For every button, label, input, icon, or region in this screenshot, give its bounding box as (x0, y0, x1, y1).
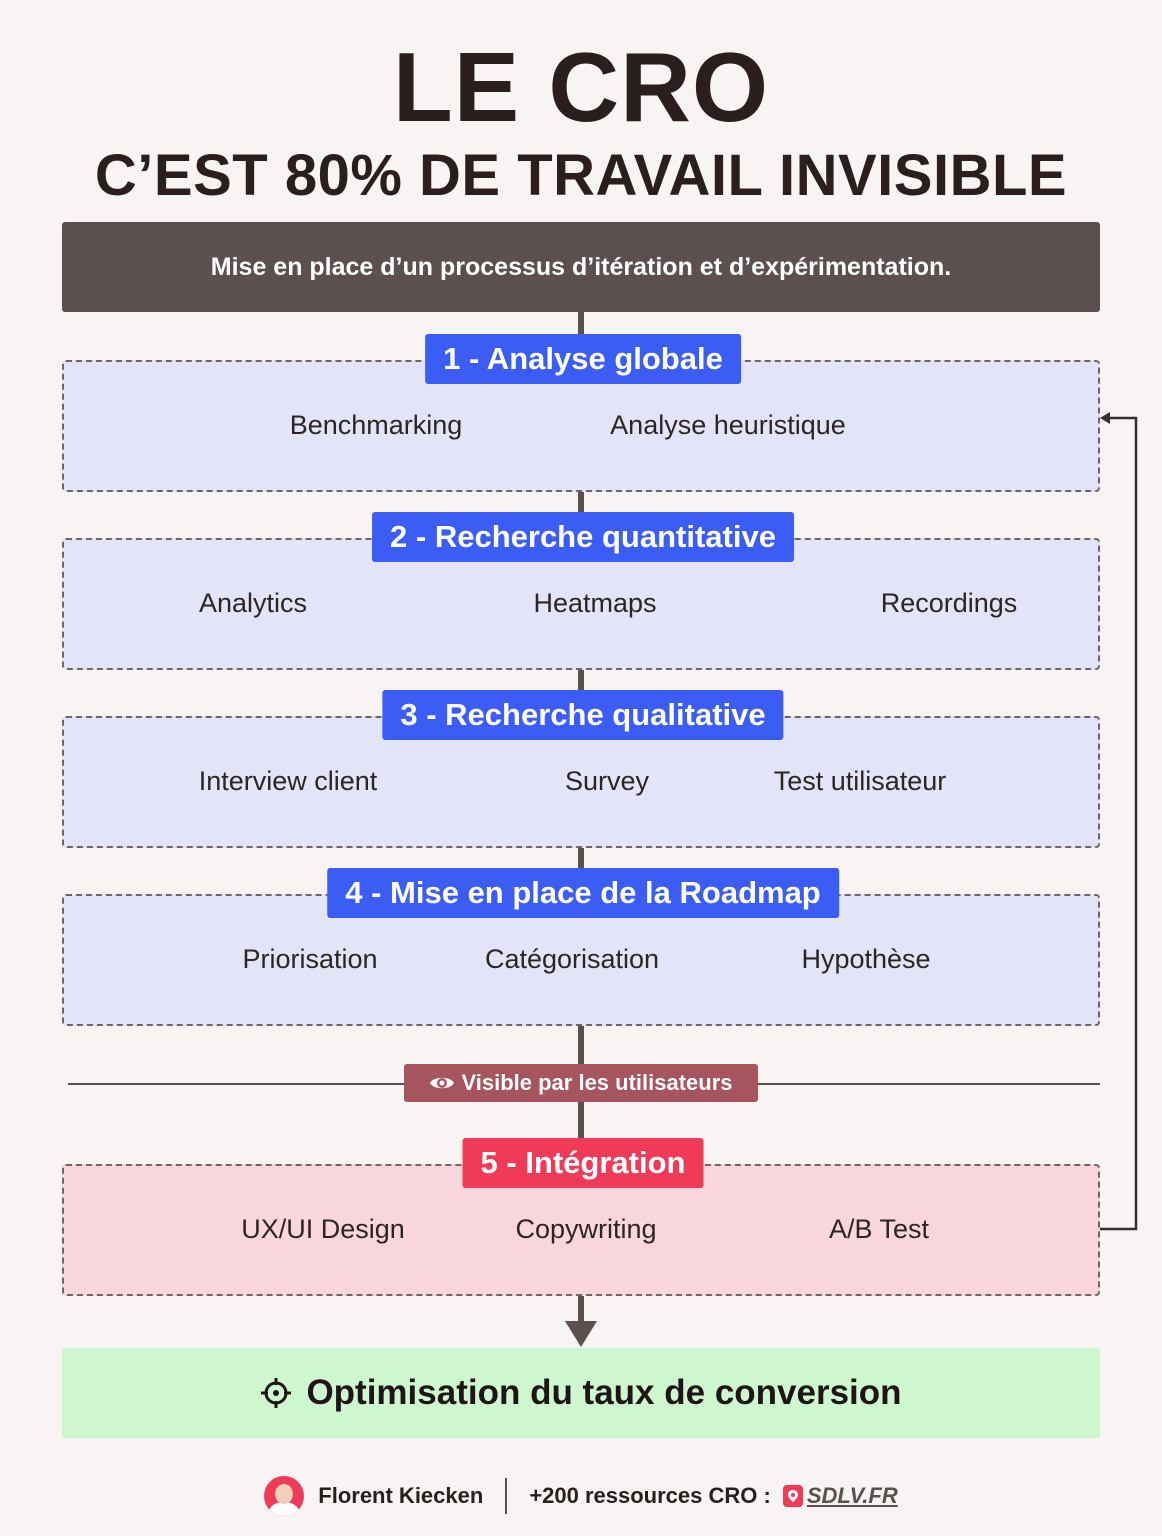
step-section-1: 1 - Analyse globale Benchmarking Analyse… (62, 334, 1100, 492)
connector-line (578, 1296, 584, 1326)
location-pin-icon (782, 1485, 803, 1507)
step-label-3: 3 - Recherche qualitative (382, 690, 784, 740)
step-section-3: 3 - Recherche qualitative Interview clie… (62, 690, 1100, 848)
step-item: UX/UI Design (241, 1214, 405, 1244)
goal-box: Optimisation du taux de conversion (62, 1348, 1100, 1438)
author-name: Florent Kiecken (318, 1483, 484, 1508)
visible-badge: Visible par les utilisateurs (404, 1064, 758, 1102)
step-item: A/B Test (828, 1214, 930, 1244)
step-item: Benchmarking (289, 410, 463, 440)
footer: Florent Kiecken +200 ressources CRO : SD… (0, 1472, 1162, 1520)
subtitle: C’EST 80% DE TRAVAIL INVISIBLE (94, 143, 1068, 208)
connector-line (578, 668, 584, 690)
step-item: Priorisation (242, 944, 378, 974)
resources-text: +200 ressources CRO : (529, 1483, 771, 1508)
step-item: Analytics (198, 588, 308, 618)
connector-line (578, 1026, 584, 1064)
step-label-4: 4 - Mise en place de la Roadmap (327, 868, 839, 918)
connector-line (578, 846, 584, 868)
connector-line (578, 490, 584, 512)
step-item: Hypothèse (801, 944, 931, 974)
step-item: Interview client (198, 766, 378, 796)
connector-line (578, 1102, 584, 1138)
step-label-2: 2 - Recherche quantitative (372, 512, 794, 562)
step-label-1: 1 - Analyse globale (425, 334, 741, 384)
brand-link[interactable]: SDLV.FR (806, 1483, 898, 1508)
step-item: Analyse heuristique (610, 410, 846, 440)
visibility-divider (68, 1083, 404, 1085)
eye-icon (430, 1077, 455, 1089)
feedback-loop-arrow (1100, 412, 1138, 1231)
target-icon (261, 1378, 292, 1408)
step-item: Heatmaps (533, 588, 657, 618)
visibility-divider (758, 1083, 1100, 1085)
step-item: Survey (564, 766, 650, 796)
step-item: Copywriting (515, 1214, 657, 1244)
step-section-2: 2 - Recherche quantitative Analytics Hea… (62, 512, 1100, 670)
step-label-5: 5 - Intégration (462, 1138, 704, 1188)
step-section-5: 5 - Intégration UX/UI Design Copywriting… (62, 1138, 1100, 1296)
goal-text: Optimisation du taux de conversion (306, 1373, 902, 1412)
avatar (264, 1476, 305, 1516)
step-item: Recordings (880, 588, 1018, 618)
footer-divider (505, 1478, 508, 1514)
connector-line (578, 312, 584, 334)
step-item: Catégorisation (484, 944, 660, 974)
arrow-down-icon (565, 1321, 597, 1347)
process-banner: Mise en place d’un processus d’itération… (62, 222, 1100, 312)
step-section-4: 4 - Mise en place de la Roadmap Priorisa… (62, 868, 1100, 1026)
visible-badge-text: Visible par les utilisateurs (461, 1070, 733, 1095)
main-title: LE CRO (392, 32, 770, 142)
step-item: Test utilisateur (773, 766, 947, 796)
